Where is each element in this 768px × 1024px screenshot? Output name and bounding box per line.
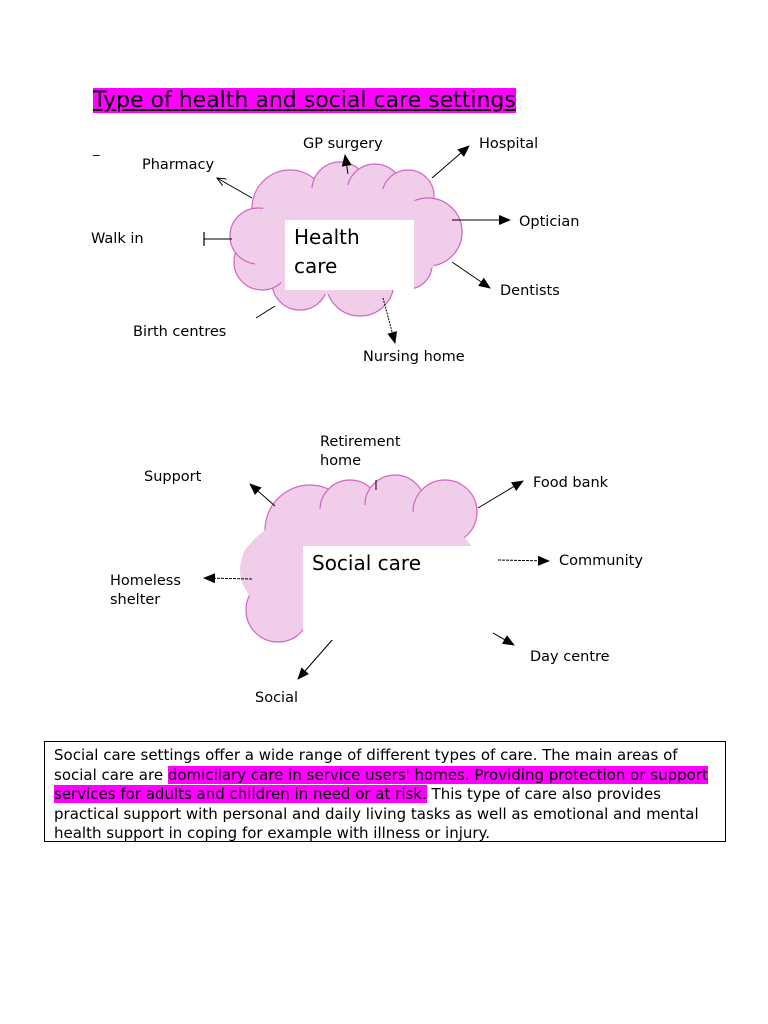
- info-text-part2: This type of care also provides practica…: [54, 785, 699, 842]
- node-hospital: Hospital: [479, 136, 539, 152]
- arrow-gp-surgery: [341, 154, 352, 175]
- node-support: Support: [144, 469, 202, 485]
- arrow-nursing-home: [382, 297, 397, 344]
- node-day-centre: Day centre: [530, 649, 610, 665]
- social-care-center-label: Social care: [312, 551, 421, 575]
- page-title: Type of health and social care settings: [93, 86, 516, 116]
- node-optician: Optician: [519, 214, 580, 230]
- arrow-food-bank: [477, 480, 524, 509]
- social-care-center-box: [303, 546, 493, 640]
- node-community: Community: [559, 553, 643, 569]
- arrow-pharmacy: [217, 178, 253, 199]
- node-pharmacy: Pharmacy: [142, 157, 215, 173]
- node-food-bank: Food bank: [533, 475, 609, 491]
- node-retirement-home: Retirement home: [320, 434, 401, 469]
- page-title-text: Type of health and social care settings: [93, 88, 516, 113]
- node-social: Social: [255, 690, 298, 706]
- health-care-center-box: [285, 220, 414, 290]
- info-text-box: Social care settings offer a wide range …: [44, 741, 726, 842]
- arrow-social: [297, 638, 334, 680]
- stray-mark: _: [93, 142, 100, 157]
- health-care-center-label: Health care: [294, 225, 360, 278]
- node-nursing-home: Nursing home: [363, 349, 465, 365]
- arrow-community: [497, 555, 550, 566]
- node-walk-in: Walk in: [91, 231, 144, 247]
- node-gp-surgery: GP surgery: [303, 136, 383, 152]
- arrow-dentists: [451, 261, 491, 289]
- node-birth-centres: Birth centres: [133, 324, 227, 340]
- arrow-homeless-shelter: [203, 573, 253, 584]
- node-homeless-shelter: Homeless shelter: [110, 573, 181, 608]
- arrow-support: [249, 483, 276, 507]
- info-text-part1: Social care settings offer a wide range …: [54, 746, 678, 784]
- node-dentists: Dentists: [500, 283, 560, 299]
- arrow-birth-centres: [255, 305, 276, 319]
- arrow-hospital: [431, 145, 470, 179]
